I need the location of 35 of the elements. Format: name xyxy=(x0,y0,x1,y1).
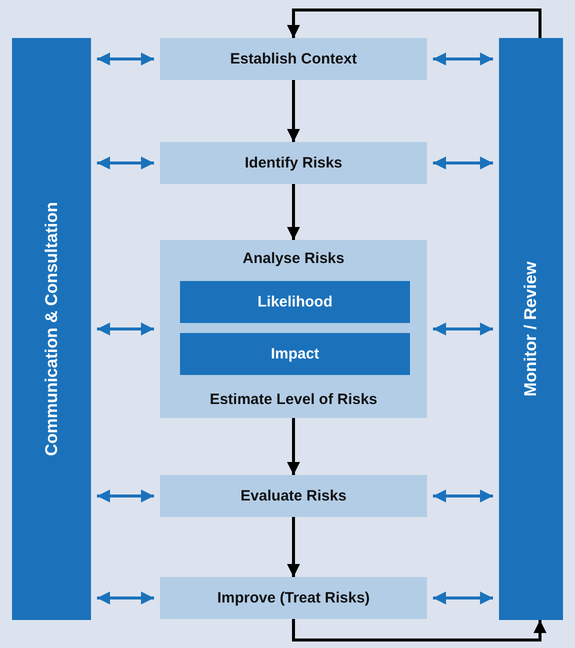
double-arrow xyxy=(97,592,154,604)
double-arrow xyxy=(97,156,154,170)
step-label: Evaluate Risks xyxy=(240,488,348,504)
process-box xyxy=(160,142,427,184)
factor-box xyxy=(180,281,410,323)
step-label: Monitor / Review xyxy=(521,261,541,397)
arrow xyxy=(287,517,300,577)
side-band xyxy=(499,38,563,620)
double-arrow xyxy=(97,322,154,336)
arrow xyxy=(287,418,300,475)
process-box xyxy=(160,475,427,517)
step-label: Communication & Consultation xyxy=(42,202,62,456)
group-footer: Estimate Level of Risks xyxy=(160,391,427,408)
arrow xyxy=(287,184,300,240)
double-arrow xyxy=(433,322,493,336)
factor-box xyxy=(180,333,410,375)
arrow xyxy=(287,8,542,38)
double-arrow xyxy=(433,490,493,502)
step-label: Identify Risks xyxy=(244,154,344,172)
arrow xyxy=(292,619,546,642)
double-arrow xyxy=(97,52,154,66)
step-label: Improve (Treat Risks) xyxy=(216,590,371,606)
process-box xyxy=(160,38,427,80)
double-arrow xyxy=(433,592,493,604)
step-label: Impact xyxy=(270,346,320,362)
side-band xyxy=(12,38,91,620)
process-box xyxy=(160,577,427,619)
group-heading: Analyse Risks xyxy=(242,250,346,267)
double-arrow xyxy=(433,52,493,66)
step-label: Establish Context xyxy=(229,50,358,68)
arrow xyxy=(287,80,300,142)
double-arrow xyxy=(433,156,493,170)
double-arrow xyxy=(97,490,154,502)
step-label: Likelihood xyxy=(256,294,334,310)
process-group-box xyxy=(160,240,427,418)
